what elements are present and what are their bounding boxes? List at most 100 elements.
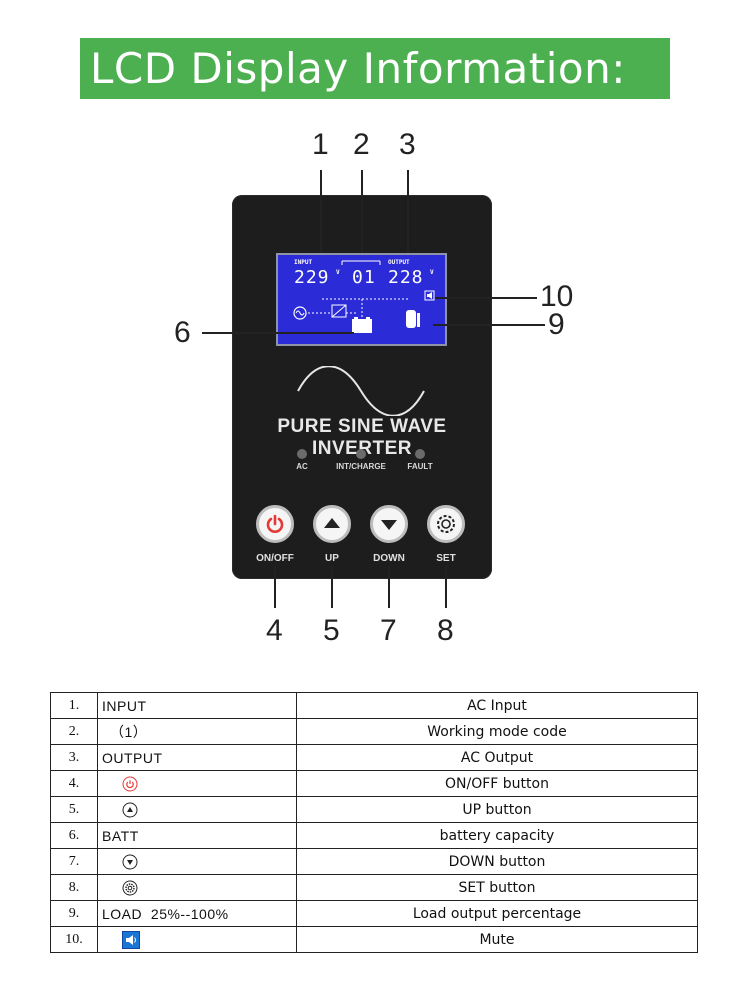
table-row: 4. ON/OFF button xyxy=(50,770,698,797)
callout-7: 7 xyxy=(380,614,397,647)
row-description: ON/OFF button xyxy=(296,770,698,797)
down-label: DOWN xyxy=(373,553,405,564)
row-number: 8. xyxy=(50,874,98,901)
row-number: 7. xyxy=(50,848,98,875)
gear-icon xyxy=(122,880,138,896)
battery-icon xyxy=(352,319,372,333)
row-symbol: INPUT xyxy=(97,692,297,719)
callout-1: 1 xyxy=(312,128,329,161)
callout-10: 10 xyxy=(540,280,574,313)
callout-9: 9 xyxy=(548,308,565,341)
lcd-output-value: 228 xyxy=(388,267,424,288)
fault-led-label: FAULT xyxy=(407,462,433,471)
lcd-input-value: 229 xyxy=(294,267,330,288)
up-label: UP xyxy=(325,553,339,564)
set-label: SET xyxy=(436,553,456,564)
row-description: UP button xyxy=(296,796,698,823)
callout-line-4 xyxy=(274,566,276,608)
row-description: AC Input xyxy=(296,692,698,719)
page-title: LCD Display Information: xyxy=(80,38,670,99)
callout-line-7 xyxy=(388,566,390,608)
row-number: 9. xyxy=(50,900,98,927)
table-row: 2. （1） Working mode code xyxy=(50,718,698,745)
device-brand: PURE SINE WAVE INVERTER xyxy=(277,416,447,459)
mute-icon xyxy=(122,930,140,949)
row-symbol: BATT xyxy=(97,822,297,849)
table-row: 9. LOAD 25%--100% Load output percentage xyxy=(50,900,698,927)
row-description: battery capacity xyxy=(296,822,698,849)
down-arrow-icon xyxy=(381,520,397,530)
callout-line-5 xyxy=(331,566,333,608)
row-symbol: LOAD 25%--100% xyxy=(97,900,297,927)
row-number: 4. xyxy=(50,770,98,797)
row-description: AC Output xyxy=(296,744,698,771)
callout-5: 5 xyxy=(323,614,340,647)
row-description: Working mode code xyxy=(296,718,698,745)
ac-source-icon xyxy=(293,306,307,320)
callout-3: 3 xyxy=(399,128,416,161)
power-icon xyxy=(266,514,284,533)
lcd-output-label: OUTPUT xyxy=(388,259,410,266)
callout-4: 4 xyxy=(266,614,283,647)
down-button[interactable] xyxy=(370,505,408,543)
callout-line-9 xyxy=(433,324,545,326)
callout-8: 8 xyxy=(437,614,454,647)
row-symbol xyxy=(97,848,297,875)
lcd-screen: INPUT OUTPUT 229 V 01 228 V xyxy=(276,253,447,346)
row-symbol: （1） xyxy=(97,718,297,745)
row-number: 10. xyxy=(50,926,98,953)
lcd-input-unit: V xyxy=(336,269,340,276)
table-row: 8. SET button xyxy=(50,874,698,901)
lcd-mode-value: 01 xyxy=(352,267,376,288)
ac-led-label: AC xyxy=(296,462,308,471)
row-number: 6. xyxy=(50,822,98,849)
row-description: DOWN button xyxy=(296,848,698,875)
callout-line-2 xyxy=(361,170,363,260)
table-row: 6. BATT battery capacity xyxy=(50,822,698,849)
row-description: SET button xyxy=(296,874,698,901)
power-icon xyxy=(122,776,138,792)
row-description: Mute xyxy=(296,926,698,953)
table-row: 7. DOWN button xyxy=(50,848,698,875)
callout-line-3 xyxy=(407,170,409,260)
row-number: 5. xyxy=(50,796,98,823)
callout-2: 2 xyxy=(353,128,370,161)
gear-icon xyxy=(437,515,455,533)
callout-line-8 xyxy=(445,566,447,608)
load-bulb-icon xyxy=(406,310,416,328)
row-description: Load output percentage xyxy=(296,900,698,927)
row-number: 3. xyxy=(50,744,98,771)
lcd-diagram xyxy=(293,260,435,333)
on-off-button[interactable] xyxy=(256,505,294,543)
callout-line-10 xyxy=(435,297,537,299)
down-arrow-icon xyxy=(122,854,138,870)
up-arrow-icon xyxy=(122,802,138,818)
table-row: 10. Mute xyxy=(50,926,698,953)
row-symbol xyxy=(97,874,297,901)
table-row: 3. OUTPUT AC Output xyxy=(50,744,698,771)
row-number: 2. xyxy=(50,718,98,745)
callout-line-1 xyxy=(320,170,322,260)
row-symbol xyxy=(97,926,297,953)
inverter-icon xyxy=(331,304,347,318)
fault-led xyxy=(415,449,425,459)
legend-table: 1. INPUT AC Input 2. （1） Working mode co… xyxy=(50,692,698,953)
table-row: 5. UP button xyxy=(50,796,698,823)
ac-led xyxy=(297,449,307,459)
int-charge-led-label: INT/CHARGE xyxy=(336,462,386,471)
row-symbol: OUTPUT xyxy=(97,744,297,771)
on-off-label: ON/OFF xyxy=(256,553,294,564)
callout-line-6 xyxy=(202,332,354,334)
row-symbol xyxy=(97,796,297,823)
table-row: 1. INPUT AC Input xyxy=(50,692,698,719)
callout-6: 6 xyxy=(174,316,191,349)
lcd-input-label: INPUT xyxy=(294,259,313,266)
set-button[interactable] xyxy=(427,505,465,543)
int-charge-led xyxy=(356,449,366,459)
row-symbol xyxy=(97,770,297,797)
sine-wave-icon xyxy=(297,366,425,416)
up-button[interactable] xyxy=(313,505,351,543)
up-arrow-icon xyxy=(324,518,340,528)
row-number: 1. xyxy=(50,692,98,719)
lcd-output-unit: V xyxy=(430,269,434,276)
